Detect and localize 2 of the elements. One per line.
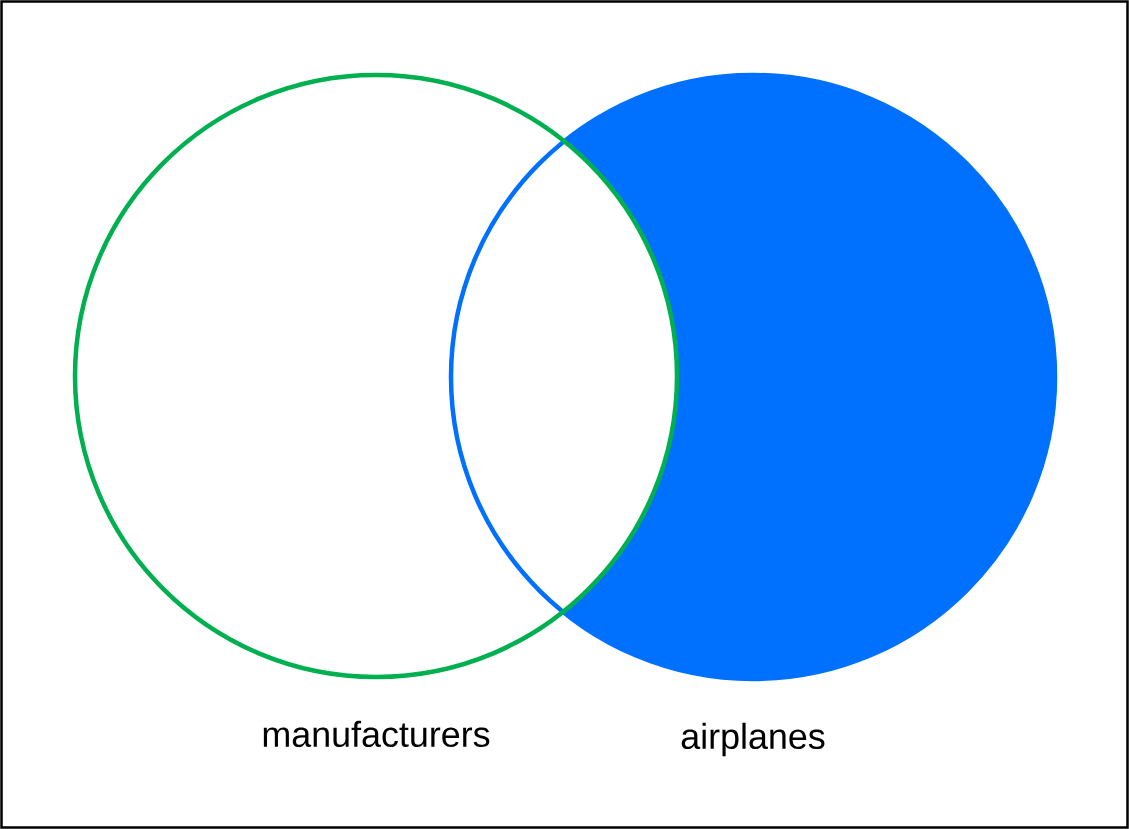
node-label: airplanes <box>681 722 825 757</box>
node-label: manufacturers <box>263 720 490 748</box>
